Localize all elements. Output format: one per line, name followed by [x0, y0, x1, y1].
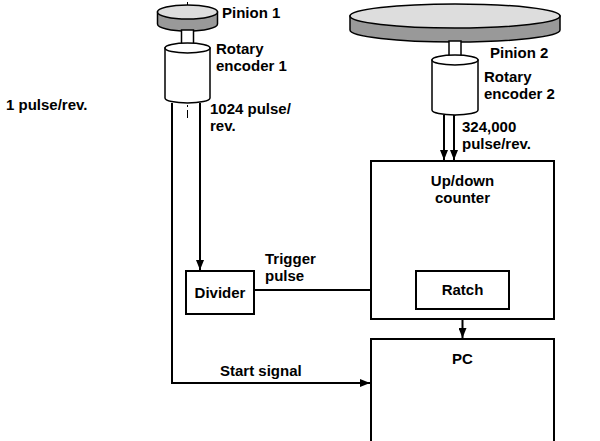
part-label: Pinion 1 — [222, 4, 280, 21]
node-text: PC — [452, 350, 473, 367]
start-signal-wire — [172, 103, 370, 383]
signal-label: 1024 pulse/ rev. — [210, 100, 300, 135]
signal-label: Start signal — [220, 362, 302, 379]
part-label: Pinion 2 — [490, 44, 548, 61]
pulse-wire — [453, 115, 455, 160]
rotary-encoder-2 — [432, 55, 478, 115]
node-text: Divider — [195, 284, 246, 301]
signal-label: 324,000 pulse/rev. — [462, 118, 572, 153]
part-label: Rotary encoder 1 — [216, 40, 301, 75]
part-label: Rotary encoder 2 — [484, 68, 574, 103]
edge-label: Trigger pulse — [263, 250, 347, 285]
counter-box: Up/down counterRatch — [370, 160, 555, 320]
pc-box: PC — [370, 338, 555, 441]
pulse-wire — [443, 115, 445, 160]
pinion-1 — [158, 5, 218, 46]
signal-label: 1 pulse/rev. — [6, 96, 87, 113]
pulse-wire — [199, 103, 201, 270]
rotary-encoder-1 — [165, 43, 210, 103]
node-text: Up/down counter — [418, 172, 508, 207]
divider-box: Divider — [185, 270, 255, 315]
latch-box: Ratch — [415, 270, 510, 310]
node-text: Ratch — [442, 281, 484, 298]
